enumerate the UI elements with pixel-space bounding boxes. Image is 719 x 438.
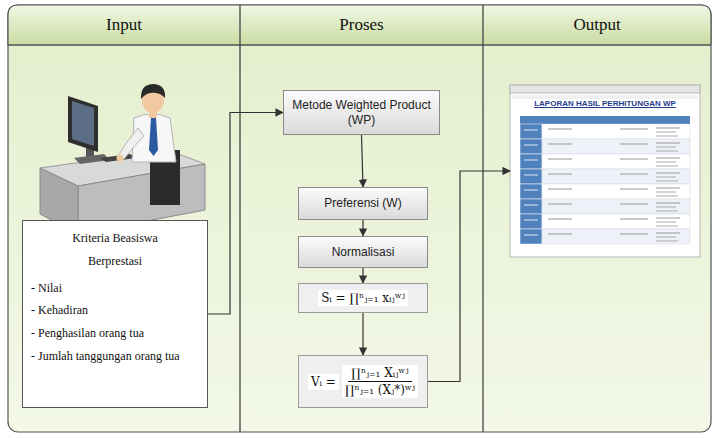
report-window: LAPORAN HASIL PERHITUNGAN WP bbox=[510, 85, 700, 257]
box-label: Normalisasi bbox=[332, 245, 395, 260]
report-screenshot bbox=[510, 85, 700, 257]
fraction: ∏ⁿⱼ₌₁ Xᵢⱼʷʲ∏ⁿⱼ₌₁ (Xⱼ*)ʷʲ bbox=[342, 365, 418, 398]
connector-arrow bbox=[362, 313, 363, 355]
report-title: LAPORAN HASIL PERHITUNGAN WP bbox=[510, 85, 700, 108]
box-label: Metode Weighted Product (WP) bbox=[290, 98, 433, 128]
criteria-heading: Kriteria Beasiswa Berprestasi bbox=[53, 227, 178, 273]
output-column: OutputLAPORAN HASIL PERHITUNGAN WP bbox=[483, 5, 711, 432]
column-header: Proses bbox=[240, 5, 483, 45]
connector-arrow bbox=[428, 171, 510, 382]
column-header: Output bbox=[483, 5, 711, 45]
formula-text: Vᵢ = bbox=[308, 374, 339, 390]
column-divider bbox=[482, 5, 483, 432]
connector-arrow bbox=[362, 135, 364, 187]
formula-box: Sᵢ = ∏ⁿⱼ₌₁ xᵢⱼʷʲ bbox=[298, 283, 428, 313]
criteria-item: - Penghasilan orang tua bbox=[31, 322, 199, 345]
connector-arrow bbox=[208, 113, 283, 315]
person-illustration bbox=[40, 84, 205, 234]
criteria-item: - Kehadiran bbox=[31, 299, 199, 322]
criteria-box: Kriteria Beasiswa Berprestasi - Nilai- Ke… bbox=[22, 220, 208, 408]
input-column: InputKriteria Beasiswa Berprestasi - Nila… bbox=[8, 5, 240, 432]
process-box: Preferensi (W) bbox=[298, 187, 428, 220]
header-line bbox=[8, 44, 711, 45]
box-label: Preferensi (W) bbox=[324, 196, 401, 211]
numerator: ∏ⁿⱼ₌₁ Xᵢⱼʷʲ bbox=[348, 365, 411, 382]
report-table bbox=[520, 116, 690, 244]
criteria-item: - Jumlah tanggungan orang tua bbox=[31, 345, 199, 368]
box-label: Sᵢ = ∏ⁿⱼ₌₁ xᵢⱼʷʲ bbox=[318, 290, 408, 306]
connector-arrow bbox=[362, 220, 363, 236]
frame-header bbox=[8, 5, 711, 45]
formula-box: Vᵢ =∏ⁿⱼ₌₁ Xᵢⱼʷʲ∏ⁿⱼ₌₁ (Xⱼ*)ʷʲ bbox=[298, 355, 428, 408]
process-box: Metode Weighted Product (WP) bbox=[283, 90, 440, 135]
column-divider bbox=[239, 5, 240, 432]
connector-arrow bbox=[362, 268, 363, 283]
process-column: ProsesMetode Weighted Product (WP) Prefer… bbox=[240, 5, 483, 432]
process-box: Normalisasi bbox=[298, 236, 428, 268]
column-header: Input bbox=[8, 5, 240, 45]
denominator: ∏ⁿⱼ₌₁ (Xⱼ*)ʷʲ bbox=[342, 382, 418, 398]
frame-body bbox=[8, 5, 711, 432]
criteria-item: - Nilai bbox=[31, 277, 199, 300]
